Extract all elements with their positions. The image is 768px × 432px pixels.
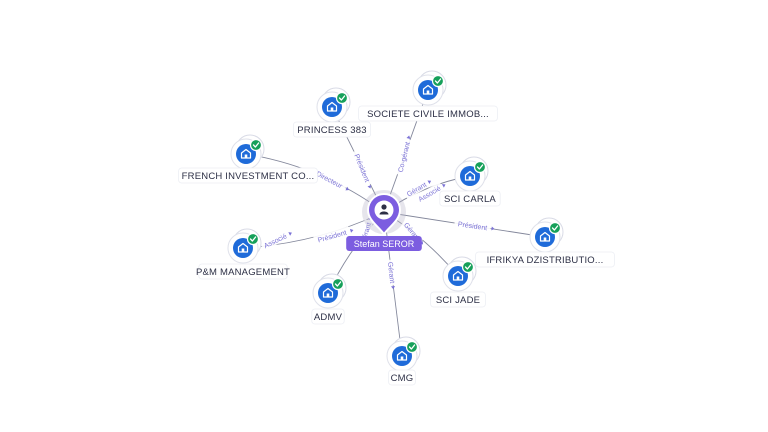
check-icon: [473, 160, 487, 174]
arrow-icon: [427, 180, 432, 185]
arrow-icon: [406, 135, 411, 139]
company-label-cmg: CMG: [388, 369, 416, 386]
arrow-icon: [345, 186, 350, 191]
check-icon: [331, 277, 345, 291]
check-icon: [246, 232, 260, 246]
company-label-ifrikya: IFRIKYA DZISTRIBUTIO...: [475, 251, 615, 268]
arrow-icon: [288, 232, 292, 236]
company-label-text: P&M MANAGEMENT: [196, 267, 290, 278]
check-icon: [249, 138, 263, 152]
check-icon: [405, 340, 419, 354]
edge-label-bg: [351, 149, 374, 187]
building-icon: [236, 144, 256, 164]
arrow-icon: [391, 285, 395, 290]
company-label-text: IFRIKYA DZISTRIBUTIO...: [487, 255, 604, 266]
center-label-bg: [346, 236, 422, 251]
company-node-ifrikya[interactable]: IFRIKYA DZISTRIBUTIO...: [475, 217, 615, 268]
edge-label-bg: [386, 259, 398, 286]
edge-label-text: Gérant: [386, 262, 395, 284]
company-label-text: ADMV: [314, 312, 343, 323]
company-node-admv[interactable]: ADMV: [311, 273, 347, 325]
building-icon: [448, 266, 468, 286]
company-label-pm: P&M MANAGEMENT: [196, 263, 290, 280]
company-label-text: SCI JADE: [436, 295, 480, 306]
company-node-jade[interactable]: SCI JADE: [430, 256, 486, 308]
company-node-french[interactable]: FRENCH INVESTMENT CO...: [178, 134, 318, 184]
check-icon: [548, 221, 562, 235]
company-label-text: PRINCESS 383: [297, 125, 366, 136]
building-icon: [322, 97, 342, 117]
edge-label-cmg-0: Gérant: [386, 259, 398, 290]
edge-label-text: Président: [457, 221, 487, 232]
company-label-carla: SCI CARLA: [439, 190, 501, 207]
edge-label-pm-1: Associé: [259, 229, 292, 251]
company-label-admv: ADMV: [311, 308, 345, 325]
edge-label-bg: [313, 226, 351, 245]
company-label-text: SCI CARLA: [444, 194, 496, 205]
arrow-icon: [491, 226, 495, 231]
company-label-jade: SCI JADE: [430, 291, 486, 308]
edge-label-bg: [402, 178, 430, 200]
edge-label-bg: [394, 138, 413, 176]
building-icon: [392, 346, 412, 366]
center-node[interactable]: Stefan SEROR: [346, 190, 422, 251]
edge-label-princess-0: Président: [351, 149, 374, 189]
company-node-cmg[interactable]: CMG: [386, 336, 421, 386]
company-label-text: FRENCH INVESTMENT CO...: [182, 171, 315, 182]
company-node-carla[interactable]: SCI CARLA: [439, 156, 501, 207]
edge-label-ifrikya-0: Président: [453, 218, 495, 233]
check-icon: [335, 91, 349, 105]
company-label-text: CMG: [391, 373, 414, 384]
check-icon: [431, 74, 445, 88]
company-label-text: SOCIETE CIVILE IMMOB...: [367, 109, 489, 120]
building-icon: [318, 283, 338, 303]
company-label-societe: SOCIETE CIVILE IMMOB...: [358, 105, 498, 122]
center-label: Stefan SEROR: [354, 239, 415, 249]
edge-label-societe-0: Co-gérant: [394, 135, 413, 176]
building-icon: [460, 166, 480, 186]
arrow-icon: [441, 184, 446, 188]
building-icon: [535, 227, 555, 247]
company-node-princess[interactable]: PRINCESS 383: [292, 87, 371, 138]
company-label-princess: PRINCESS 383: [292, 121, 371, 138]
building-icon: [233, 238, 253, 258]
person-icon: [374, 200, 394, 220]
arrow-icon: [349, 228, 354, 233]
edge-label-bg: [311, 166, 348, 192]
company-label-french: FRENCH INVESTMENT CO...: [178, 167, 318, 184]
edge-label-bg: [453, 218, 492, 233]
company-node-pm[interactable]: P&M MANAGEMENT: [196, 228, 290, 280]
arrow-icon: [367, 184, 372, 189]
company-node-societe[interactable]: SOCIETE CIVILE IMMOB...: [358, 70, 498, 122]
edge-label-bg: [259, 229, 291, 251]
check-icon: [461, 260, 475, 274]
building-icon: [418, 80, 438, 100]
edge-label-bg: [414, 182, 445, 205]
